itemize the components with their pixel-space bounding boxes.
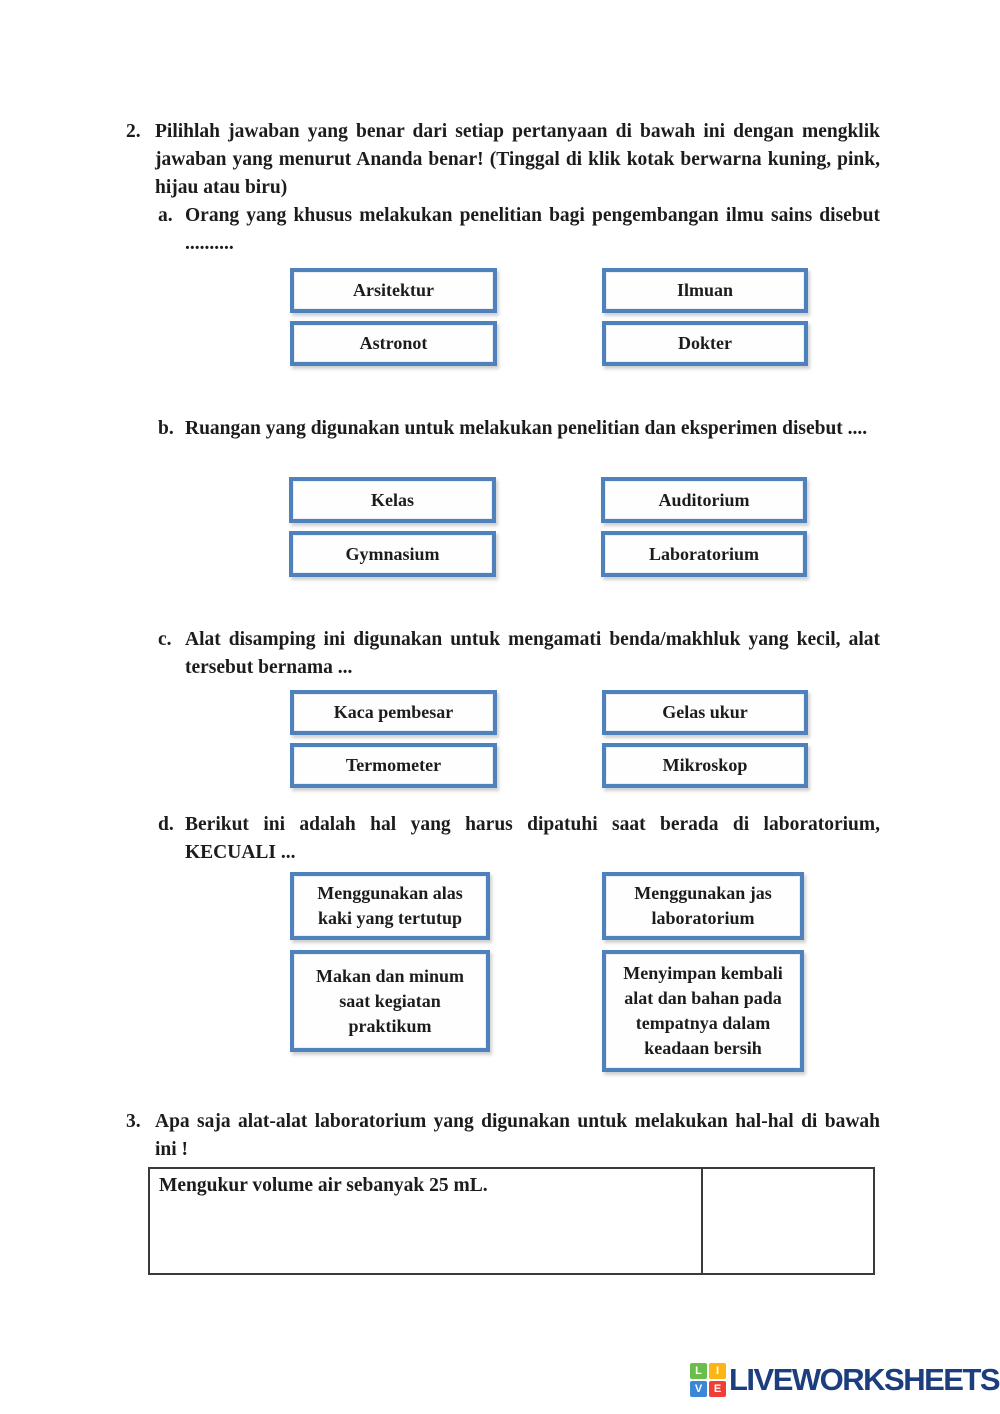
table-prompt-cell: Mengukur volume air sebanyak 25 mL. — [148, 1167, 703, 1275]
question-3-text: Apa saja alat-alat laboratorium yang dig… — [155, 1111, 880, 1160]
question-2-number: 2. — [126, 121, 141, 142]
answer-box-kelas[interactable]: Kelas — [289, 477, 496, 523]
question-3-number: 3. — [126, 1111, 141, 1132]
logo-tile-v: V — [690, 1381, 707, 1397]
answer-box-ilmuan[interactable]: Ilmuan — [602, 268, 808, 313]
answer-box-gymnasium[interactable]: Gymnasium — [289, 531, 496, 577]
logo-tile-i: I — [709, 1363, 726, 1379]
table-answer-cell[interactable] — [701, 1167, 875, 1275]
question-2c: c. Alat disamping ini digunakan untuk me… — [158, 626, 880, 682]
logo-tile-e: E — [709, 1381, 726, 1397]
answer-box-mikroskop[interactable]: Mikroskop — [602, 743, 808, 788]
question-2d-text: Berikut ini adalah hal yang harus dipatu… — [185, 814, 880, 863]
question-2d-letter: d. — [158, 814, 174, 835]
question-2c-text: Alat disamping ini digunakan untuk menga… — [185, 629, 880, 678]
answer-box-termometer[interactable]: Termometer — [290, 743, 497, 788]
answer-box-gelas-ukur[interactable]: Gelas ukur — [602, 690, 808, 735]
question-2a-text: Orang yang khusus melakukan penelitian b… — [185, 205, 880, 254]
question-2d-options: Menggunakan alas kaki yang tertutup Meng… — [290, 872, 804, 1072]
question-2b-text: Ruangan yang digunakan untuk melakukan p… — [185, 418, 868, 439]
question-2a: a. Orang yang khusus melakukan penelitia… — [158, 202, 880, 258]
liveworksheets-logo-icon: L I V E — [690, 1363, 726, 1397]
question-2b: b. Ruangan yang digunakan untuk melakuka… — [158, 415, 880, 443]
answer-box-dokter[interactable]: Dokter — [602, 321, 808, 366]
liveworksheets-logo[interactable]: L I V E LIVEWORKSHEETS — [690, 1362, 1000, 1398]
answer-box-laboratorium[interactable]: Laboratorium — [601, 531, 807, 577]
question-2b-options: Kelas Auditorium Gymnasium Laboratorium — [289, 477, 807, 577]
question-2d: d. Berikut ini adalah hal yang harus dip… — [158, 811, 880, 867]
answer-box-arsitektur[interactable]: Arsitektur — [290, 268, 497, 313]
answer-box-kaca-pembesar[interactable]: Kaca pembesar — [290, 690, 497, 735]
question-2-text: Pilihlah jawaban yang benar dari setiap … — [155, 121, 880, 198]
question-2a-options: Arsitektur Ilmuan Astronot Dokter — [290, 268, 808, 366]
answer-box-jas-laboratorium[interactable]: Menggunakan jas laboratorium — [602, 872, 804, 940]
question-2c-options: Kaca pembesar Gelas ukur Termometer Mikr… — [290, 690, 808, 788]
answer-box-menyimpan-kembali[interactable]: Menyimpan kembali alat dan bahan pada te… — [602, 950, 804, 1072]
answer-box-makan-minum[interactable]: Makan dan minum saat kegiatan praktikum — [290, 950, 490, 1052]
logo-tile-l: L — [690, 1363, 707, 1379]
table-row: Mengukur volume air sebanyak 25 mL. — [148, 1167, 875, 1275]
question-3-table: Mengukur volume air sebanyak 25 mL. — [148, 1167, 875, 1275]
answer-box-auditorium[interactable]: Auditorium — [601, 477, 807, 523]
liveworksheets-logo-text: LIVEWORKSHEETS — [729, 1362, 1000, 1397]
question-3: 3. Apa saja alat-alat laboratorium yang … — [126, 1108, 880, 1164]
answer-box-alas-kaki[interactable]: Menggunakan alas kaki yang tertutup — [290, 872, 490, 940]
question-2b-letter: b. — [158, 418, 174, 439]
question-2a-letter: a. — [158, 205, 173, 226]
question-2: 2. Pilihlah jawaban yang benar dari seti… — [126, 118, 880, 202]
answer-box-astronot[interactable]: Astronot — [290, 321, 497, 366]
question-2c-letter: c. — [158, 629, 172, 650]
